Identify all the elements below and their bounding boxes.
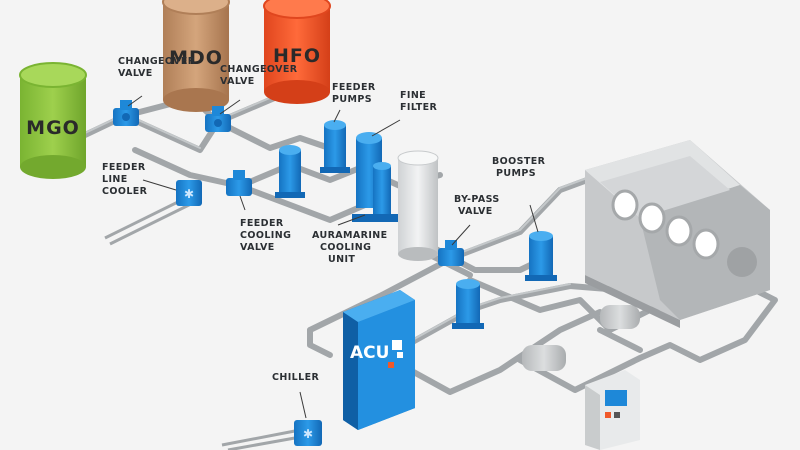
svg-text:COOLING: COOLING [240, 230, 291, 241]
label-feeder-pumps: FEEDER PUMPS [332, 82, 376, 105]
label-changeover-valve-2: CHANGEOVER VALVE [220, 64, 298, 87]
svg-text:VALVE: VALVE [458, 206, 493, 217]
heater-2 [522, 345, 566, 371]
svg-text:UNIT: UNIT [328, 254, 355, 265]
feeder-cooling-valve [226, 170, 252, 196]
mixing-tank [397, 150, 439, 261]
mdo-tank: MDO [162, 0, 230, 112]
feeder-pump-1 [275, 145, 305, 198]
snowflake-icon: ✱ [303, 427, 313, 441]
svg-text:COOLING: COOLING [320, 242, 371, 253]
svg-text:CHANGEOVER: CHANGEOVER [118, 56, 196, 67]
svg-text:FILTER: FILTER [400, 102, 437, 113]
mgo-tank: MGO [19, 62, 87, 179]
leader-lines [127, 95, 539, 419]
svg-text:FEEDER: FEEDER [102, 162, 146, 173]
changeover-valve-2 [205, 106, 231, 132]
fine-filter [352, 132, 398, 222]
feeder-lines [104, 194, 307, 450]
by-pass-valve [438, 240, 464, 266]
svg-text:CHANGEOVER: CHANGEOVER [220, 64, 298, 75]
feeder-pump-2 [320, 120, 350, 173]
heater-1 [600, 305, 640, 329]
svg-text:LINE: LINE [102, 174, 128, 185]
svg-text:BOOSTER: BOOSTER [492, 156, 546, 167]
svg-text:VALVE: VALVE [220, 76, 255, 87]
changeover-valve-1 [113, 100, 139, 126]
hfo-tank: HFO [263, 0, 331, 104]
mdo-label: MDO [169, 47, 223, 69]
svg-text:PUMPS: PUMPS [496, 168, 536, 179]
svg-text:CHILLER: CHILLER [272, 372, 319, 383]
label-feeder-line-cooler: FEEDER LINE COOLER [102, 162, 148, 197]
svg-text:FEEDER: FEEDER [240, 218, 284, 229]
booster-pump-1 [525, 231, 557, 281]
svg-text:VALVE: VALVE [240, 242, 275, 253]
svg-text:COOLER: COOLER [102, 186, 148, 197]
label-auramarine-cooling-unit: AURAMARINE COOLING UNIT [312, 230, 388, 265]
svg-text:AURAMARINE: AURAMARINE [312, 230, 388, 241]
pipe-network [82, 67, 778, 395]
svg-text:FEEDER: FEEDER [332, 82, 376, 93]
feeder-line-cooler: ✱ [176, 180, 202, 206]
svg-text:PUMPS: PUMPS [332, 94, 372, 105]
chiller: ✱ [294, 420, 322, 446]
booster-pump-2 [452, 279, 484, 329]
svg-text:VALVE: VALVE [118, 68, 153, 79]
acu-unit: ACU [343, 290, 415, 430]
label-feeder-cooling-valve: FEEDER COOLING VALVE [240, 218, 291, 253]
svg-text:BY-PASS: BY-PASS [454, 194, 500, 205]
mgo-label: MGO [26, 117, 80, 139]
hfo-label: HFO [273, 45, 321, 67]
engine [585, 140, 770, 328]
label-chiller: CHILLER [272, 372, 319, 383]
snowflake-icon: ✱ [184, 187, 194, 201]
label-fine-filter: FINE FILTER [400, 90, 437, 113]
label-booster-pumps: BOOSTER PUMPS [492, 156, 546, 179]
svg-text:FINE: FINE [400, 90, 426, 101]
control-panel [585, 370, 640, 450]
label-changeover-valve-1: CHANGEOVER VALVE [118, 56, 196, 79]
label-by-pass-valve: BY-PASS VALVE [454, 194, 500, 217]
acu-label: ACU [350, 343, 389, 363]
